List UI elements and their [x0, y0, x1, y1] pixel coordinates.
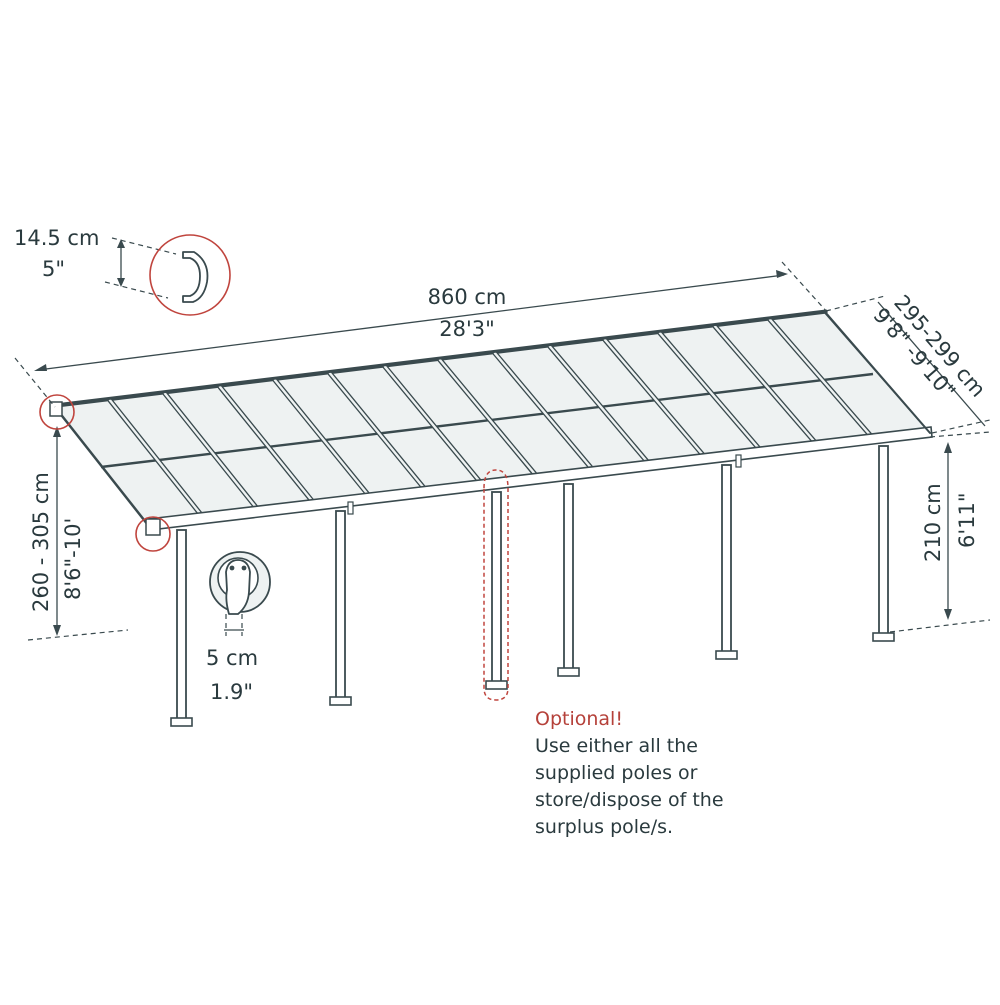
depth-ext-top [825, 295, 886, 312]
note-line-3: store/dispose of the [535, 789, 724, 811]
gutter-profile-circle [149, 234, 231, 316]
gutter-joint-2 [735, 454, 742, 468]
wall-height-metric-label: 260 - 305 cm [29, 472, 53, 612]
length-arrow-line [37, 274, 785, 371]
profile-arrow-bottom [117, 278, 125, 287]
length-ext-left [14, 357, 56, 408]
gutter-end-cap-left [145, 518, 161, 536]
length-metric-label: 860 cm [428, 285, 507, 309]
connector-bolt-1 [229, 565, 235, 571]
pole-width-metric-label: 5 cm [206, 646, 258, 670]
rafters [107, 317, 877, 521]
length-ext-right [781, 261, 829, 314]
roof-rafter [108, 399, 206, 520]
note-line-4: surplus pole/s. [535, 816, 673, 838]
roof [49, 309, 933, 536]
note-title: Optional! [535, 708, 623, 730]
pole-width-imperial-label: 1.9" [210, 680, 253, 704]
profile-ext-bottom [104, 281, 169, 299]
wall-bracket-left [49, 401, 63, 417]
roof-rafter [768, 318, 876, 441]
pole-connector-detail-icon [225, 559, 251, 615]
front-height-metric-label: 210 cm [921, 483, 945, 562]
pole-6-foot [872, 632, 895, 642]
roof-rafter [328, 372, 429, 494]
profile-ext-top [111, 237, 177, 255]
wall-rail [53, 309, 828, 407]
front-height-ext-top [929, 431, 991, 438]
gutter-joint-1 [347, 501, 354, 515]
front-height-arrow-bottom [944, 609, 952, 620]
length-arrow-left [34, 364, 47, 371]
pole-4-foot [557, 667, 580, 677]
roof-rafter [438, 358, 541, 481]
pole-connector-callout: 5 cm 1.9" [206, 551, 271, 704]
depth-ext-bottom [931, 419, 991, 434]
optional-pole-highlight [483, 469, 509, 701]
depth-arrow-line [877, 301, 986, 427]
roof-rafter [163, 392, 261, 514]
pole-4 [563, 483, 574, 671]
profile-height-imperial-label: 5" [42, 257, 65, 281]
pole-3-optional [491, 491, 502, 684]
gutter-profile-callout: 14.5 cm 5" [14, 226, 231, 316]
note-line-2: supplied poles or [535, 762, 698, 784]
roof-rafter [548, 345, 652, 468]
right-side-edge [825, 312, 931, 434]
roof-cross-beam [100, 372, 874, 469]
wall-height-arrow-top [53, 426, 61, 437]
pole-2-foot [329, 696, 352, 706]
left-side-edge [53, 405, 150, 527]
poles [170, 445, 895, 727]
pole-5-foot [715, 650, 738, 660]
profile-arrow-top [117, 239, 125, 248]
wall-height-imperial-label: 8'6"-10' [61, 518, 85, 600]
roof-rafter [493, 352, 597, 474]
length-imperial-label: 28'3" [439, 317, 495, 341]
pole-1-foot [170, 717, 193, 727]
roof-rafter [273, 378, 373, 500]
front-height-imperial-label: 6'11" [955, 492, 979, 548]
gutter-profile-detail-icon [182, 251, 209, 303]
pole-3-foot [485, 680, 508, 690]
pole-6 [878, 445, 889, 636]
optional-note: Optional! Use either all the supplied po… [535, 708, 724, 838]
connector-bolt-2 [241, 565, 247, 571]
profile-height-metric-label: 14.5 cm [14, 226, 99, 250]
pole-5 [721, 464, 732, 654]
roof-rafter [383, 365, 485, 487]
wall-height-arrow-bottom [53, 625, 61, 636]
note-line-1: Use either all the [535, 735, 698, 757]
pole-2 [335, 510, 346, 700]
roof-rafter [218, 385, 317, 507]
roof-rafter [713, 325, 820, 448]
roof-rafter [658, 331, 764, 454]
front-height-ext-ground [889, 619, 991, 633]
wall-bracket-circle-bottom [135, 516, 171, 552]
wall-bracket-circle-top [39, 394, 75, 430]
roof-rafter [603, 338, 708, 461]
wall-height-ext-ground [27, 629, 129, 641]
length-dimension: 860 cm 28'3" [14, 261, 829, 408]
pole-1 [176, 529, 187, 721]
wall-height-dimension: 260 - 305 cm 8'6"-10' [27, 426, 129, 641]
length-arrow-right [776, 270, 788, 278]
front-height-dimension: 210 cm 6'11" [889, 431, 991, 633]
front-height-arrow-top [944, 442, 952, 453]
